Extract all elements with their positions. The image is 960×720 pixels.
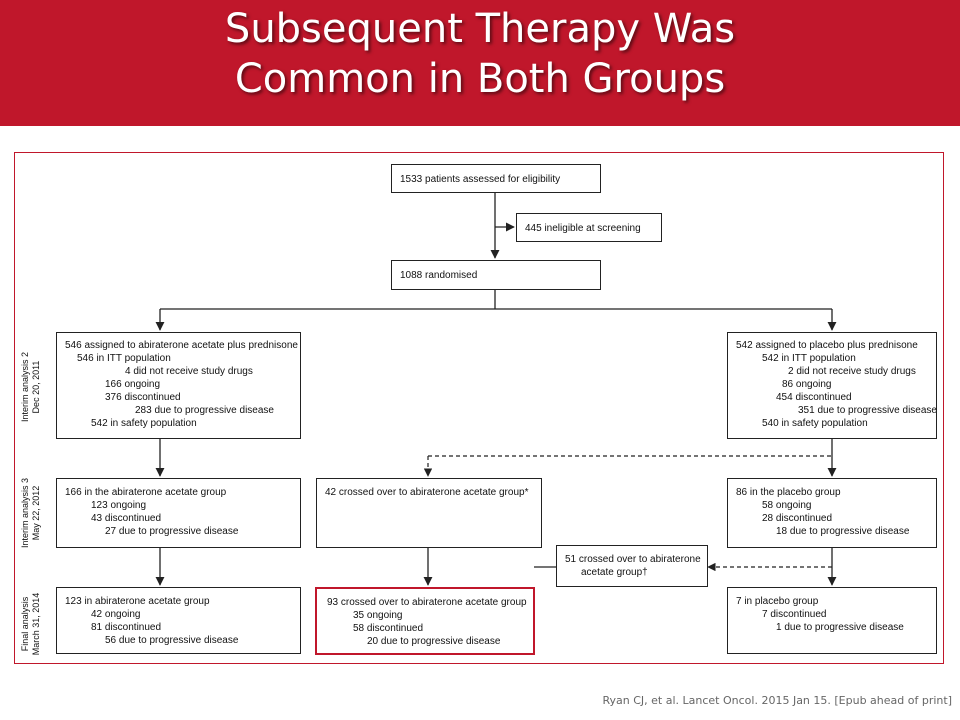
- box-abiraterone-ia3: 166 in the abiraterone acetate group 123…: [56, 478, 301, 548]
- phase-label-interim-3: Interim analysis 3 May 22, 2012: [20, 477, 41, 549]
- slide-title: Subsequent Therapy Was Common in Both Gr…: [0, 4, 960, 104]
- box-placebo-final: 7 in placebo group 7 discontinued 1 due …: [727, 587, 937, 654]
- box-placebo-ia2: 542 assigned to placebo plus prednisone …: [727, 332, 937, 439]
- box-abiraterone-ia2: 546 assigned to abiraterone acetate plus…: [56, 332, 301, 439]
- slide-title-line-1: Subsequent Therapy Was: [224, 6, 736, 52]
- box-placebo-ia3: 86 in the placebo group 58 ongoing 28 di…: [727, 478, 937, 548]
- box-abiraterone-final: 123 in abiraterone acetate group 42 ongo…: [56, 587, 301, 654]
- citation: Ryan CJ, et al. Lancet Oncol. 2015 Jan 1…: [602, 694, 952, 707]
- box-crossover-ia3: 42 crossed over to abiraterone acetate g…: [316, 478, 542, 548]
- phase-label-interim-2: Interim analysis 2 Dec 20, 2011: [20, 351, 41, 423]
- box-crossover-51: 51 crossed over to abiraterone acetate g…: [556, 545, 708, 587]
- box-randomised: 1088 randomised: [391, 260, 601, 290]
- phase-label-final: Final analysis March 31, 2014: [20, 592, 41, 656]
- box-crossover-final: 93 crossed over to abiraterone acetate g…: [315, 587, 535, 655]
- box-ineligible: 445 ineligible at screening: [516, 213, 662, 242]
- slide-title-line-2: Common in Both Groups: [234, 56, 726, 102]
- box-assessed: 1533 patients assessed for eligibility: [391, 164, 601, 193]
- title-banner: [0, 0, 960, 126]
